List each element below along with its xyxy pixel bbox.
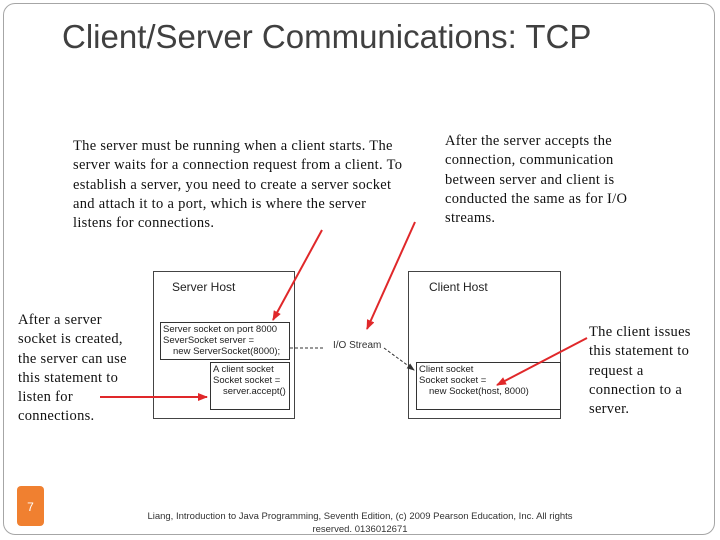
- io-stream-arrow: [366, 221, 416, 330]
- server-host-label: Server Host: [172, 280, 236, 294]
- client-host-label: Client Host: [429, 280, 488, 294]
- server-socket-arrow: [272, 229, 323, 321]
- io-stream-line-right: [383, 347, 415, 371]
- client-issues-text: The client issues this statement to requ…: [589, 324, 691, 418]
- footer-citation: Liang, Introduction to Java Programming,…: [147, 511, 573, 535]
- code-line: new Socket(host, 8000): [429, 386, 529, 397]
- code-line: A client socket: [213, 364, 274, 375]
- io-stream-label: I/O Stream: [333, 340, 382, 351]
- code-line: server.accept(): [223, 386, 286, 397]
- slide-number: 7: [17, 486, 44, 526]
- accept-code: A client socket Socket socket = server.a…: [210, 362, 290, 410]
- code-line: Socket socket =: [213, 375, 281, 386]
- code-line: new ServerSocket(8000);: [173, 346, 281, 357]
- code-line: Server socket on port 8000: [163, 324, 278, 335]
- after-accept-text: After the server accepts the connection,…: [445, 133, 628, 227]
- client-socket-code: Client socket Socket socket = new Socket…: [416, 362, 561, 410]
- server-running-text: The server must be running when a client…: [73, 138, 403, 232]
- code-line: SeverSocket server =: [163, 335, 255, 346]
- server-socket-code: Server socket on port 8000 SeverSocket s…: [160, 322, 290, 360]
- code-line: Socket socket =: [419, 375, 487, 386]
- slide-frame: [3, 3, 715, 535]
- after-created-text: After a server socket is created, the se…: [18, 312, 127, 425]
- code-line: Client socket: [419, 364, 474, 375]
- slide-title: Client/Server Communications: TCP: [62, 18, 592, 55]
- client-socket-arrow: [496, 337, 588, 386]
